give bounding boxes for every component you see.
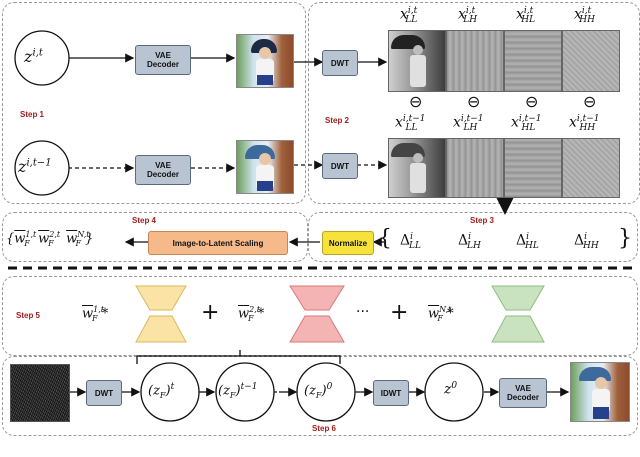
step-label-3: Step 3 [470,216,495,225]
minus-symbol-ll: ⊖ [409,92,423,111]
dwt-box-2: DWT [322,153,358,179]
weight-w2: w2,tF * [238,305,265,323]
brace-open-step3: { [378,226,392,251]
label-x-ll-t: xi,tLL [400,6,418,26]
plus-2: + [390,300,409,325]
subband-hl-tm1 [504,138,562,198]
minus-symbol-hh: ⊖ [583,92,597,111]
latent-zf-t: (zF)t [148,382,175,400]
delta-ll: ΔiLL [400,232,421,252]
minus-symbol-lh: ⊖ [467,92,481,111]
model-hourglass-n [492,286,544,342]
label-x-lh-t: xi,tLH [458,6,478,26]
subband-hl-t [504,30,562,92]
brace-close-step3: } [618,226,632,251]
subband-lh-t [446,30,504,92]
model-hourglass-2 [290,286,344,342]
label-x-hl-tm1: xi,t−1HL [511,114,542,134]
label-x-hh-tm1: xi,t−1HH [569,114,600,134]
latent-z0: z0 [444,381,458,398]
delta-hh: ΔiHH [574,232,599,252]
decoded-image-2 [236,140,294,194]
step-label-2: Step 2 [325,116,350,125]
dwt-box-1: DWT [322,50,358,76]
step-label-1: Step 1 [20,110,45,119]
step-label-4: Step 4 [132,216,157,225]
delta-hl: ΔiHL [516,232,539,252]
label-x-ll-tm1: xi,t−1LL [395,114,426,134]
latent-z-t: zi,t [24,47,43,66]
output-image [570,362,630,422]
subband-ll-t [388,30,446,92]
label-x-hh-t: xi,tHH [574,6,595,26]
plus-1: + [201,300,220,325]
noise-image [10,364,70,422]
subband-lh-tm1 [446,138,504,198]
image-to-latent-scaling-box: Image-to-Latent Scaling [148,231,288,255]
minus-symbol-hl: ⊖ [525,92,539,111]
label-x-hl-t: xi,tHL [516,6,536,26]
latent-z-t-minus-1: zi,t−1 [18,157,52,176]
latent-zf-0: (zF)0 [304,382,333,400]
subband-ll-tm1 [388,138,446,198]
model-hourglass-1 [136,286,186,342]
step-label-5: Step 5 [16,311,41,320]
latent-zf-t-minus-1: (zF)t−1 [218,382,258,400]
decoded-image-1 [236,34,294,88]
weights-set: {w1,tF w2,tF wN,tF } [6,230,94,248]
delta-lh: ΔiLH [458,232,481,252]
step-label-6: Step 6 [312,424,337,433]
label-x-lh-tm1: xi,t−1LH [453,114,484,134]
weight-w1: w1,tF * [82,305,109,323]
idwt-box: IDWT [373,380,409,406]
subband-hh-tm1 [562,138,620,198]
subband-hh-t [562,30,620,92]
ellipsis: ··· [356,304,370,320]
weight-wN: wN,tF * [428,305,454,323]
normalize-box: Normalize [322,231,374,255]
dwt-box-step6: DWT [86,380,122,406]
